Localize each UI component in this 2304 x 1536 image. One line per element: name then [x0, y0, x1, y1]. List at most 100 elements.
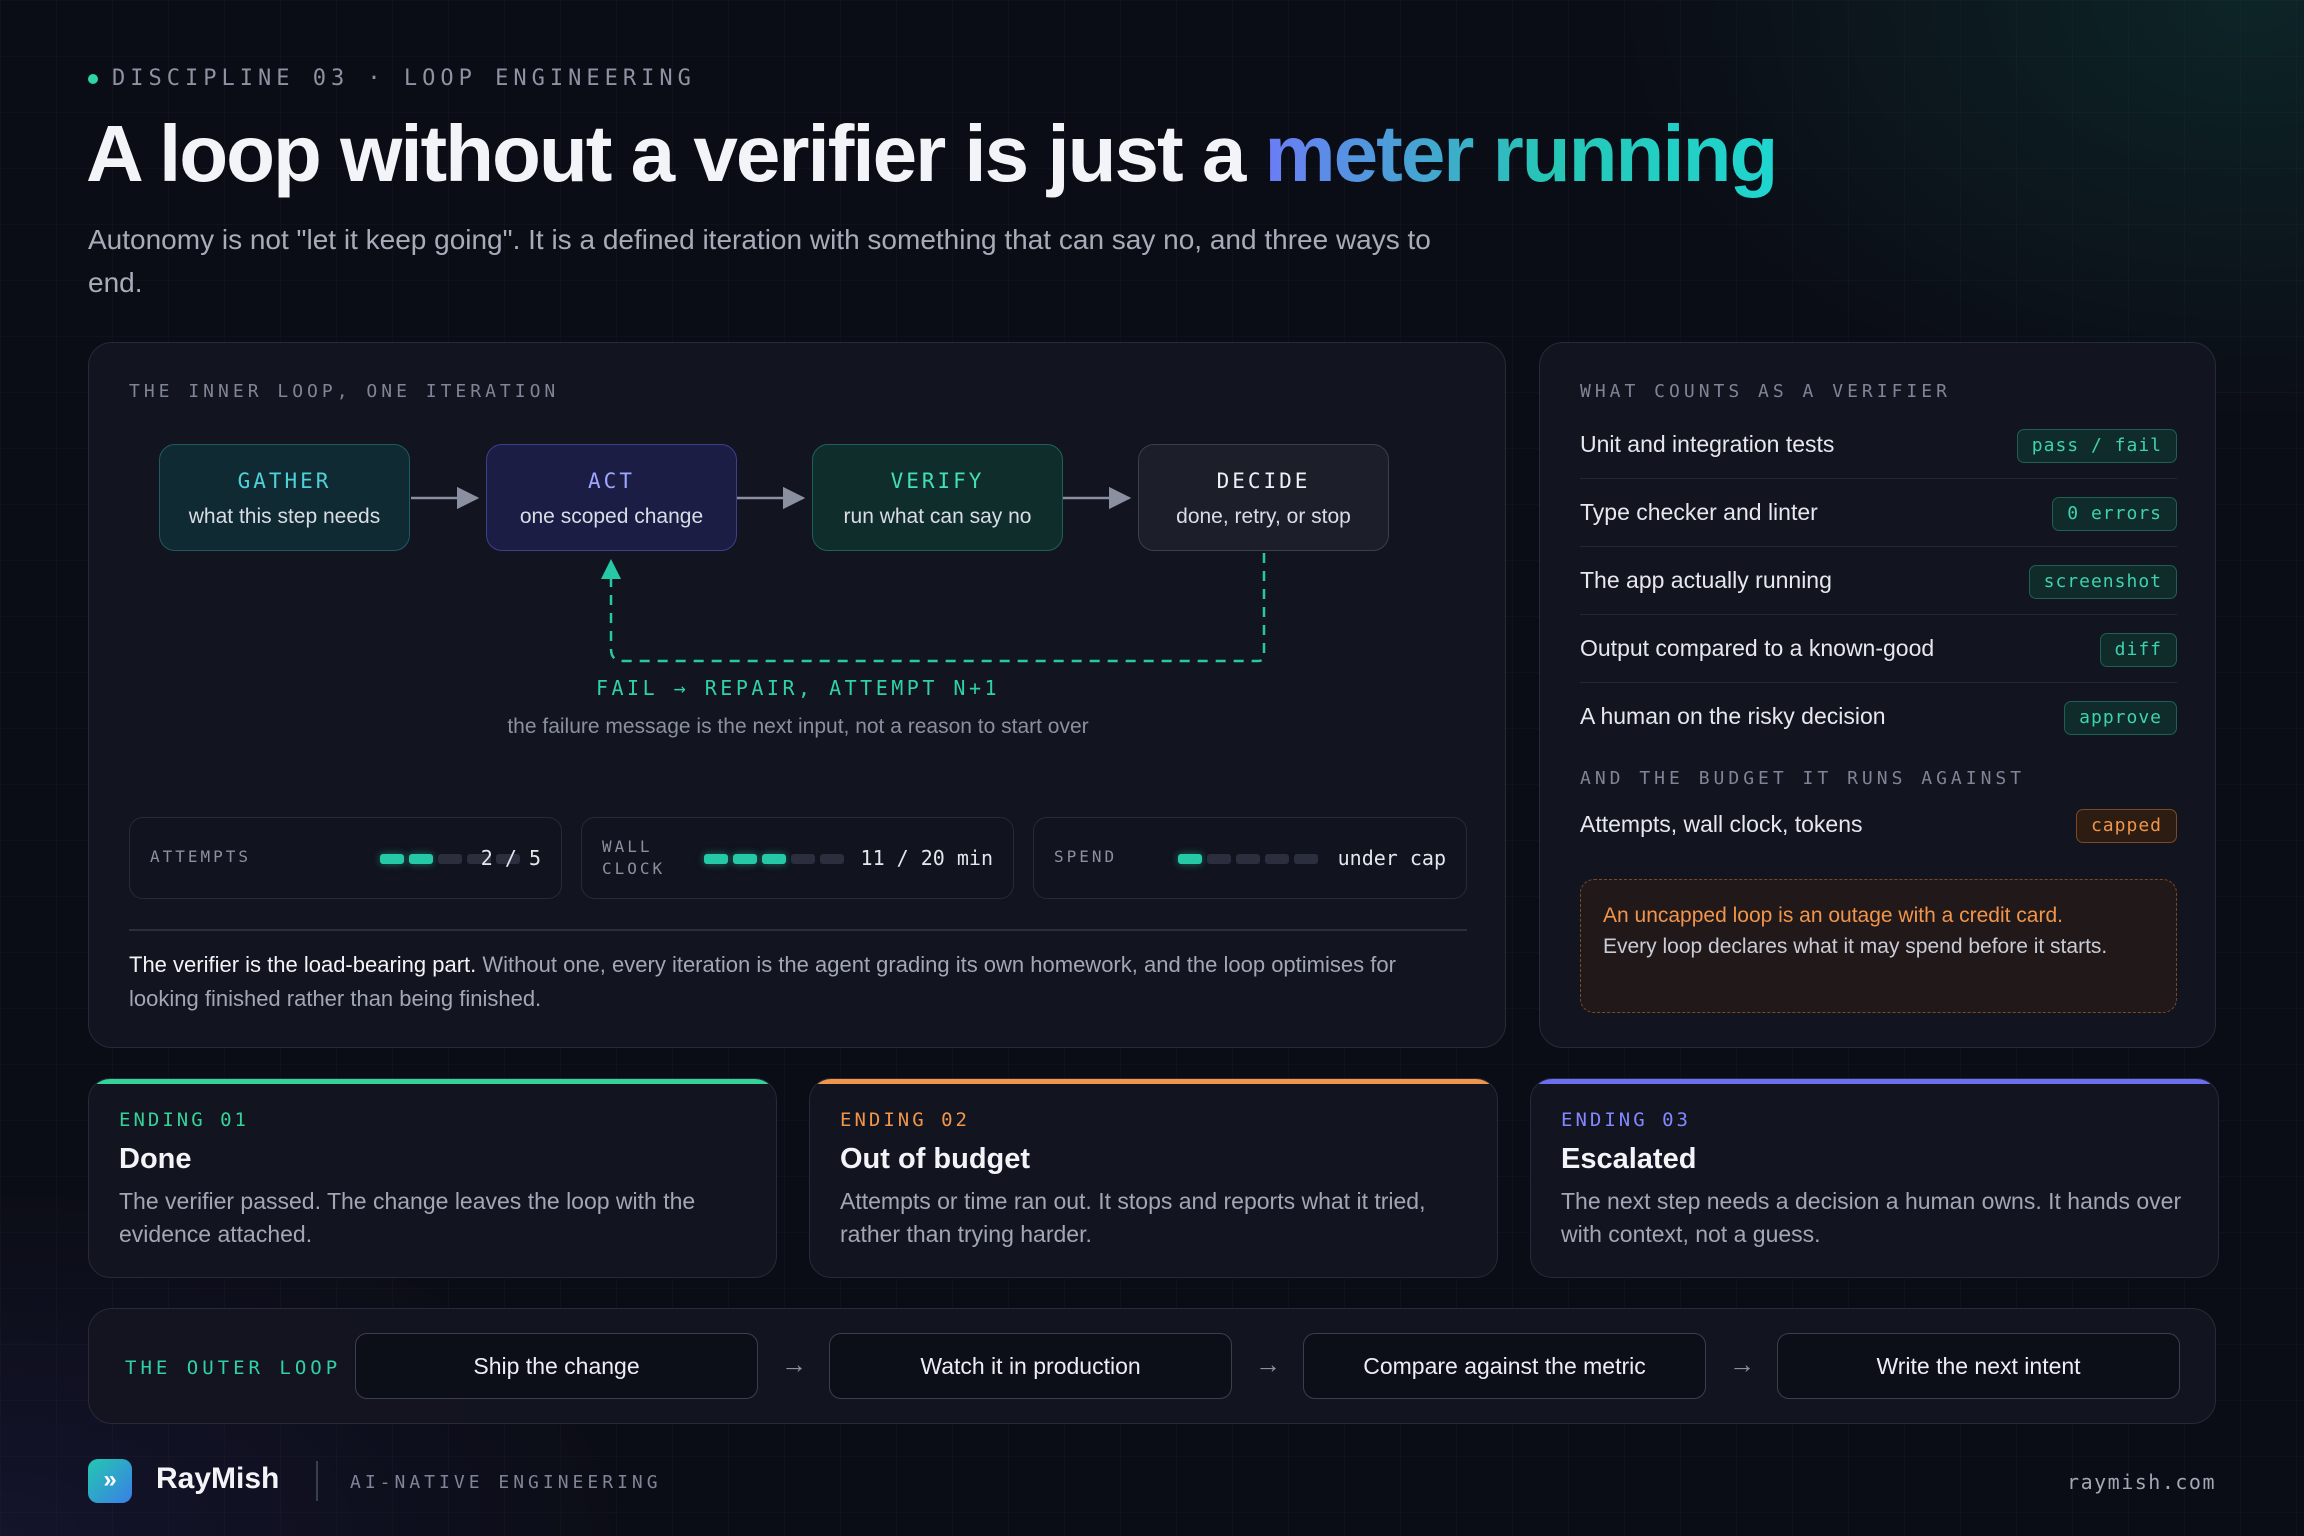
ending-title: Escalated	[1561, 1143, 1697, 1175]
divider	[129, 929, 1467, 931]
title-main: A loop without a verifier is just a	[86, 109, 1265, 198]
step-act: ACT one scoped change	[486, 444, 737, 551]
ending-card-escalated: ENDING 03 Escalated The next step needs …	[1530, 1078, 2219, 1278]
note-rest: Without one, every iteration is the agen…	[129, 952, 1396, 1011]
ending-card-out-of-budget: ENDING 02 Out of budget Attempts or time…	[809, 1078, 1498, 1278]
ending-title: Out of budget	[840, 1143, 1031, 1175]
page-title: A loop without a verifier is just a mete…	[86, 108, 1779, 200]
meter-label: SPEND	[1054, 847, 1118, 866]
title-accent: meter running	[1264, 109, 1779, 198]
meter-wall-clock: WALL CLOCK 11 / 20 min	[581, 817, 1014, 899]
eyebrow-text: DISCIPLINE 03 · LOOP ENGINEERING	[112, 66, 696, 91]
fail-repair-label: FAIL → REPAIR, ATTEMPT N+1	[595, 676, 1001, 700]
meter-segment-empty	[820, 854, 844, 864]
meter-segment-filled	[704, 854, 728, 864]
ending-desc: Attempts or time ran out. It stops and r…	[840, 1188, 1426, 1247]
step-title: VERIFY	[890, 469, 985, 493]
ending-desc: The verifier passed. The change leaves t…	[119, 1188, 696, 1247]
card-accent-bar	[89, 1079, 776, 1084]
inner-loop-panel: THE INNER LOOP, ONE ITERATION GATHER wha…	[88, 342, 1506, 1048]
meter-bars	[1178, 854, 1318, 864]
step-decide: DECIDE done, retry, or stop	[1138, 444, 1389, 551]
meter-segment-empty	[791, 854, 815, 864]
verifier-row: A human on the risky decision approve	[1580, 683, 2177, 751]
meter-value: 11 / 20 min	[860, 846, 993, 870]
verifier-row: Unit and integration tests pass / fail	[1580, 411, 2177, 479]
meter-attempts: ATTEMPTS 2 / 5	[129, 817, 562, 899]
ending-number: ENDING 02	[840, 1109, 970, 1131]
verifier-panel: WHAT COUNTS AS A VERIFIER Unit and integ…	[1539, 342, 2216, 1048]
arrow-right-icon: →	[1255, 1349, 1281, 1379]
meter-segment-filled	[409, 854, 433, 864]
budget-row: Attempts, wall clock, tokens capped	[1580, 803, 2177, 863]
step-gather: GATHER what this step needs	[159, 444, 410, 551]
outer-loop-label: THE OUTER LOOP	[125, 1357, 342, 1379]
verifier-text: Output compared to a known-good	[1580, 635, 1935, 661]
verifier-tag: diff	[2099, 633, 2177, 667]
card-accent-bar	[810, 1079, 1497, 1084]
meter-label-line2: CLOCK	[602, 859, 666, 878]
budget-label: AND THE BUDGET IT RUNS AGAINST	[1580, 768, 2026, 789]
repair-loop-path	[609, 553, 1266, 663]
meter-label: ATTEMPTS	[150, 847, 252, 866]
card-accent-bar	[1531, 1079, 2218, 1084]
budget-tag: capped	[2075, 809, 2177, 843]
repair-arrowhead-icon	[601, 559, 621, 579]
ending-desc: The next step needs a decision a human o…	[1561, 1188, 2182, 1247]
step-desc: run what can say no	[843, 505, 1032, 528]
meter-segment-filled	[762, 854, 786, 864]
outer-loop-panel: THE OUTER LOOP Ship the change → Watch i…	[88, 1308, 2216, 1424]
outer-step-ship: Ship the change	[355, 1333, 758, 1399]
ending-number: ENDING 01	[119, 1109, 249, 1131]
meter-segment-empty	[496, 854, 520, 864]
meter-segment-empty	[1265, 854, 1289, 864]
budget-warning: An uncapped loop is an outage with a cre…	[1580, 879, 2177, 1013]
verifier-text: A human on the risky decision	[1580, 703, 1886, 729]
warning-line1: An uncapped loop is an outage with a cre…	[1603, 904, 2063, 927]
verifier-tag: approve	[2064, 701, 2177, 735]
meter-bars	[380, 854, 520, 864]
verifier-row: Output compared to a known-good diff	[1580, 615, 2177, 683]
meter-value: under cap	[1337, 846, 1446, 870]
arrow-right-icon: →	[1729, 1349, 1755, 1379]
meter-label-line1: WALL	[602, 837, 653, 856]
eyebrow: DISCIPLINE 03 · LOOP ENGINEERING	[88, 66, 696, 91]
verifier-tag: screenshot	[2028, 565, 2177, 599]
step-title: ACT	[588, 469, 635, 493]
meter-segment-filled	[380, 854, 404, 864]
verifier-row: The app actually running screenshot	[1580, 547, 2177, 615]
arrow-right-icon: →	[781, 1349, 807, 1379]
verifier-text: Unit and integration tests	[1580, 431, 1835, 457]
status-dot-icon	[88, 73, 98, 84]
meter-label: WALL CLOCK	[602, 836, 665, 880]
meter-bars	[704, 854, 844, 864]
step-desc: done, retry, or stop	[1176, 505, 1351, 528]
step-desc: one scoped change	[519, 505, 704, 528]
verifier-text: The app actually running	[1580, 567, 1832, 593]
ending-card-done: ENDING 01 Done The verifier passed. The …	[88, 1078, 777, 1278]
outer-step-write: Write the next intent	[1777, 1333, 2180, 1399]
note-strong: The verifier is the load-bearing part.	[129, 952, 477, 977]
loop-connectors	[411, 486, 1266, 663]
outer-step-compare: Compare against the metric	[1303, 1333, 1706, 1399]
brand-tagline: AI-NATIVE ENGINEERING	[350, 1472, 662, 1493]
page-subtitle: Autonomy is not "let it keep going". It …	[88, 224, 1431, 298]
outer-step-watch: Watch it in production	[829, 1333, 1232, 1399]
step-title: GATHER	[237, 469, 332, 493]
verifier-row: Type checker and linter 0 errors	[1580, 479, 2177, 547]
step-verify: VERIFY run what can say no	[812, 444, 1063, 551]
inner-loop-note: The verifier is the load-bearing part. W…	[129, 948, 1467, 1016]
step-desc: what this step needs	[188, 505, 381, 528]
meter-segment-filled	[733, 854, 757, 864]
fail-repair-caption: the failure message is the next input, n…	[507, 715, 1089, 738]
step-title: DECIDE	[1216, 469, 1311, 493]
ending-number: ENDING 03	[1561, 1109, 1691, 1131]
verifier-tag: 0 errors	[2052, 497, 2177, 531]
brand-name: RayMish	[156, 1462, 280, 1495]
meter-segment-empty	[467, 854, 491, 864]
meter-value: 2 / 5	[480, 846, 541, 870]
meter-spend: SPEND under cap	[1033, 817, 1467, 899]
ending-title: Done	[119, 1143, 192, 1175]
inner-loop-label: THE INNER LOOP, ONE ITERATION	[129, 381, 560, 402]
site-link[interactable]: raymish.com	[2067, 1470, 2216, 1494]
